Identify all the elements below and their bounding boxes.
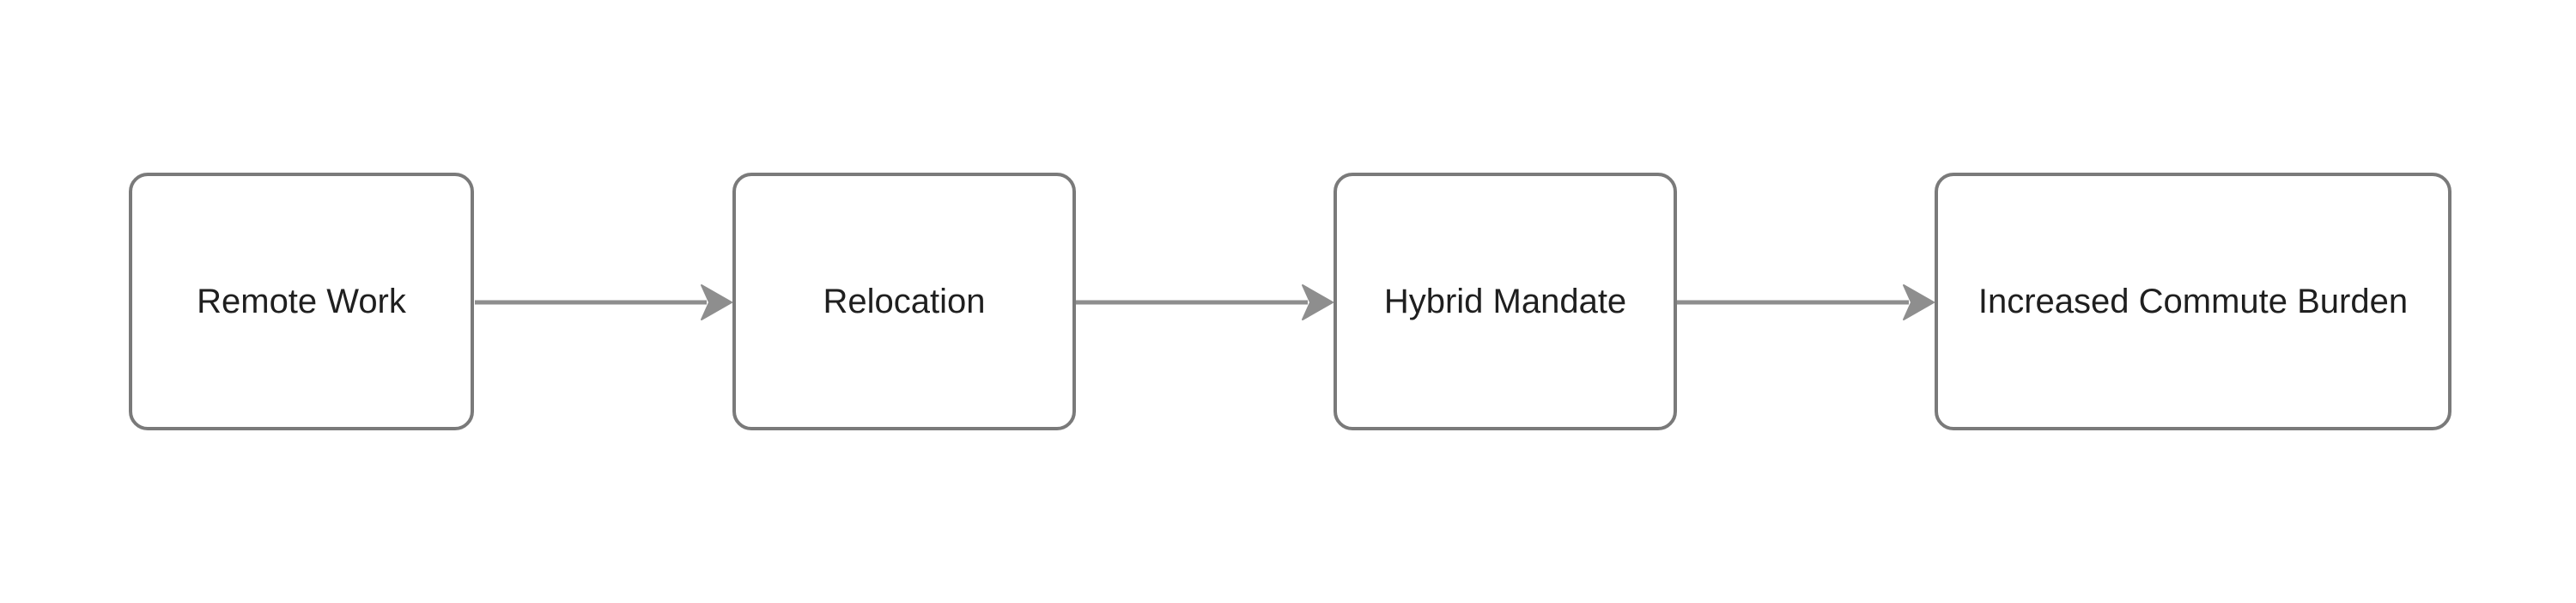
- arrowhead-icon: [701, 284, 732, 320]
- node-label: Increased Commute Burden: [1978, 283, 2409, 320]
- node-label: Hybrid Mandate: [1383, 283, 1627, 320]
- node-label: Remote Work: [197, 283, 406, 320]
- flow-node-increased-commute-burden: Increased Commute Burden: [1935, 173, 2451, 430]
- flow-node-hybrid-mandate: Hybrid Mandate: [1334, 173, 1677, 430]
- flow-node-relocation: Relocation: [732, 173, 1076, 430]
- flow-node-remote-work: Remote Work: [129, 173, 474, 430]
- edge-arrow-remote-to-relocation: [475, 284, 732, 320]
- edge-arrow-relocation-to-hybrid-mandate: [1076, 284, 1334, 320]
- arrowhead-icon: [1302, 284, 1334, 320]
- node-label: Relocation: [823, 283, 986, 320]
- edge-arrow-hybrid-mandate-to-commute-burden: [1677, 284, 1935, 320]
- arrowhead-icon: [1903, 284, 1935, 320]
